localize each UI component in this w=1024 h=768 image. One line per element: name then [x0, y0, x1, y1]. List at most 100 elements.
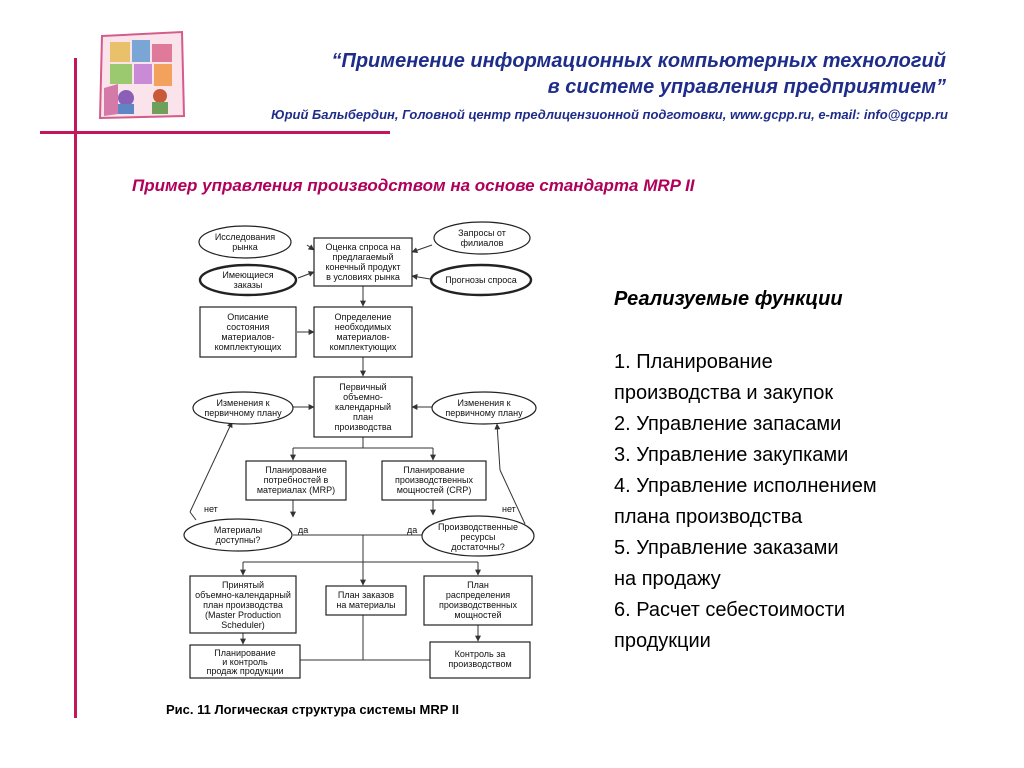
node-production-control: Контроль за производством	[429, 641, 531, 679]
node-crp: Планирование производственных мощностей …	[381, 460, 487, 501]
svg-text:производства: производства	[334, 422, 391, 432]
svg-text:филиалов: филиалов	[461, 238, 504, 248]
functions-heading: Реализуемые функции	[614, 288, 843, 310]
svg-text:мощностей (CRP): мощностей (CRP)	[397, 485, 472, 495]
svg-text:в условиях рынка: в условиях рынка	[326, 272, 400, 282]
decorative-vertical-line	[74, 58, 77, 718]
node-sales-planning: Планирование и контроль продаж продукции	[189, 644, 301, 679]
functions-line: плана производства	[614, 506, 803, 528]
svg-text:Планирование: Планирование	[265, 465, 326, 475]
svg-text:материалов-: материалов-	[221, 332, 274, 342]
node-existing-orders: Имеющиеся заказы	[198, 263, 298, 297]
svg-text:Производственные: Производственные	[438, 522, 518, 532]
svg-text:календарный: календарный	[335, 402, 391, 412]
node-primary-plan: Первичный объемно- календарный план прои…	[313, 376, 413, 438]
svg-text:комплектующих: комплектующих	[215, 342, 282, 352]
svg-text:План заказов: План заказов	[338, 590, 394, 600]
svg-text:Оценка спроса на: Оценка спроса на	[325, 242, 400, 252]
svg-text:рынка: рынка	[232, 242, 258, 252]
functions-line: 2. Управление запасами	[614, 413, 842, 435]
svg-text:конечный продукт: конечный продукт	[326, 262, 401, 272]
node-materials-available: Материалы доступны?	[183, 518, 293, 552]
svg-text:комплектующих: комплектующих	[330, 342, 397, 352]
svg-text:производственных: производственных	[439, 600, 517, 610]
label-no-right: нет	[502, 504, 516, 514]
node-branch-requests: Запросы от филиалов	[433, 221, 531, 255]
svg-text:мощностей: мощностей	[454, 610, 501, 620]
svg-text:Scheduler): Scheduler)	[221, 620, 265, 630]
node-material-orders-plan: План заказов на материалы	[325, 585, 407, 616]
svg-text:ресурсы: ресурсы	[461, 532, 496, 542]
label-no-left: нет	[204, 504, 218, 514]
svg-text:Описание: Описание	[227, 312, 268, 322]
node-master-production-schedule: Принятый объемно-календарный план произв…	[189, 575, 297, 634]
functions-list: 1. Планирование производства и закупок 2…	[614, 347, 877, 657]
svg-text:производственных: производственных	[395, 475, 473, 485]
functions-line: 3. Управление закупками	[614, 444, 849, 466]
svg-text:достаточны?: достаточны?	[451, 542, 505, 552]
title-line-2: в системе управления предприятием”	[547, 76, 946, 98]
slide-subtitle: Пример управления производством на основ…	[132, 176, 695, 195]
node-materials-description: Описание состояния материалов- комплекту…	[199, 306, 297, 358]
functions-line: продукции	[614, 630, 711, 652]
node-plan-changes-right: Изменения к первичному плану	[431, 391, 537, 425]
svg-text:и контроль: и контроль	[222, 657, 268, 667]
svg-text:Изменения к: Изменения к	[216, 398, 269, 408]
svg-text:доступны?: доступны?	[216, 535, 261, 545]
svg-text:необходимых: необходимых	[335, 322, 392, 332]
svg-text:производством: производством	[448, 659, 511, 669]
decorative-horizontal-line	[40, 131, 390, 134]
functions-line: производства и закупок	[614, 382, 834, 404]
node-demand-forecasts: Прогнозы спроса	[429, 263, 533, 297]
svg-text:объемно-: объемно-	[343, 392, 383, 402]
svg-text:заказы: заказы	[234, 280, 263, 290]
node-capacity-distribution-plan: План распределения производственных мощн…	[423, 575, 533, 626]
node-market-research: Исследования рынка	[198, 225, 292, 259]
svg-text:состояния: состояния	[227, 322, 270, 332]
svg-text:материалах (MRP): материалах (MRP)	[257, 485, 335, 495]
svg-text:Материалы: Материалы	[214, 525, 262, 535]
svg-text:предлагаемый: предлагаемый	[333, 252, 394, 262]
node-plan-changes-left: Изменения к первичному плану	[192, 391, 294, 425]
puzzle-people-logo-icon	[98, 30, 186, 120]
presentation-title: “Применение информационных компьютерных …	[186, 48, 946, 100]
node-resources-sufficient: Производственные ресурсы достаточны?	[421, 515, 535, 557]
svg-text:первичному плану: первичному плану	[204, 408, 282, 418]
svg-text:Изменения к: Изменения к	[457, 398, 510, 408]
svg-text:Имеющиеся: Имеющиеся	[222, 270, 273, 280]
svg-text:Контроль за: Контроль за	[455, 649, 506, 659]
svg-text:План: План	[467, 580, 489, 590]
functions-line: 5. Управление заказами	[614, 537, 839, 559]
node-mrp: Планирование потребностей в материалах (…	[245, 460, 347, 501]
svg-text:(Master Production: (Master Production	[205, 610, 281, 620]
svg-text:Определение: Определение	[335, 312, 392, 322]
label-yes-right: да	[407, 525, 417, 535]
svg-text:Запросы от: Запросы от	[458, 228, 506, 238]
svg-text:Планирование: Планирование	[403, 465, 464, 475]
svg-text:Прогнозы спроса: Прогнозы спроса	[445, 275, 517, 285]
label-yes-left: да	[298, 525, 308, 535]
svg-text:план производства: план производства	[203, 600, 283, 610]
svg-text:распределения: распределения	[446, 590, 510, 600]
svg-text:на материалы: на материалы	[336, 600, 395, 610]
svg-text:продаж продукции: продаж продукции	[206, 666, 283, 676]
diagram-edges	[189, 244, 526, 661]
functions-line: 6. Расчет себестоимости	[614, 599, 846, 621]
node-demand-estimation: Оценка спроса на предлагаемый конечный п…	[313, 237, 413, 287]
svg-text:потребностей в: потребностей в	[264, 475, 329, 485]
svg-text:Планирование: Планирование	[214, 648, 275, 658]
svg-text:объемно-календарный: объемно-календарный	[195, 590, 291, 600]
title-line-1: “Применение информационных компьютерных …	[331, 50, 946, 72]
functions-line: 1. Планирование	[614, 351, 773, 373]
svg-text:Первичный: Первичный	[339, 382, 386, 392]
figure-caption: Рис. 11 Логическая структура системы MRP…	[166, 702, 460, 717]
functions-line: на продажу	[614, 568, 721, 590]
node-materials-definition: Определение необходимых материалов- комп…	[313, 306, 413, 358]
svg-text:материалов-: материалов-	[336, 332, 389, 342]
svg-text:план: план	[353, 412, 373, 422]
svg-text:Исследования: Исследования	[215, 232, 275, 242]
svg-text:Принятый: Принятый	[222, 580, 264, 590]
functions-line: 4. Управление исполнением	[614, 475, 877, 497]
svg-text:первичному плану: первичному плану	[445, 408, 523, 418]
